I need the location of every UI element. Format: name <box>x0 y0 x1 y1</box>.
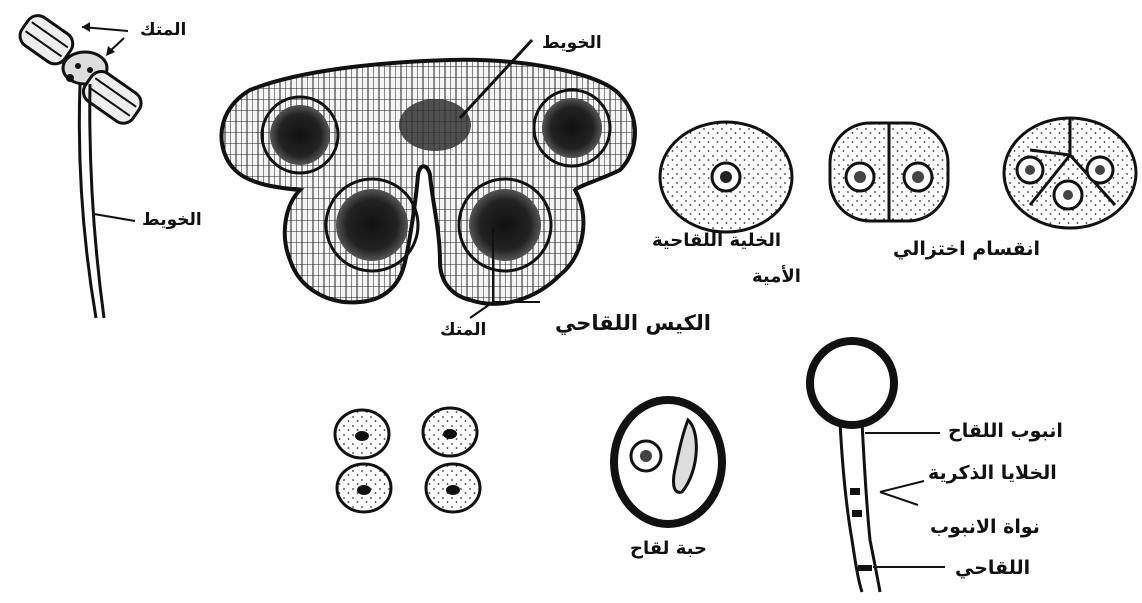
label-anther-top: المتك <box>140 22 186 39</box>
label-tube-nucleus-1: نواة الانبوب <box>930 518 1040 537</box>
microspores <box>335 408 480 512</box>
label-anther-bottom: المتك <box>440 322 486 339</box>
stamen-illustration <box>15 11 145 318</box>
tetrad-cell <box>1004 118 1136 228</box>
label-meiosis: انقسام اختزالي <box>893 240 1040 259</box>
pollen-tube <box>810 341 945 592</box>
label-pollen-sac: الكيس اللقاحي <box>555 313 711 334</box>
pollen-mother-cell <box>660 122 792 232</box>
label-filament-top: الخويط <box>542 35 602 52</box>
label-tube-nucleus-2: اللقاحي <box>955 559 1030 578</box>
label-pollen-grain: حبة لقاح <box>630 540 707 558</box>
label-filament-left: الخويط <box>142 212 202 229</box>
dyad-cell <box>830 123 948 221</box>
anther-cross-section <box>221 40 635 318</box>
label-mother-cell-2: الأمية <box>752 268 801 286</box>
label-mother-cell-1: الخلية اللقاحية <box>652 232 781 250</box>
label-male-cells: الخلايا الذكرية <box>928 464 1057 483</box>
label-pollen-tube: انبوب اللقاح <box>948 422 1063 441</box>
pollen-grain <box>614 400 722 524</box>
